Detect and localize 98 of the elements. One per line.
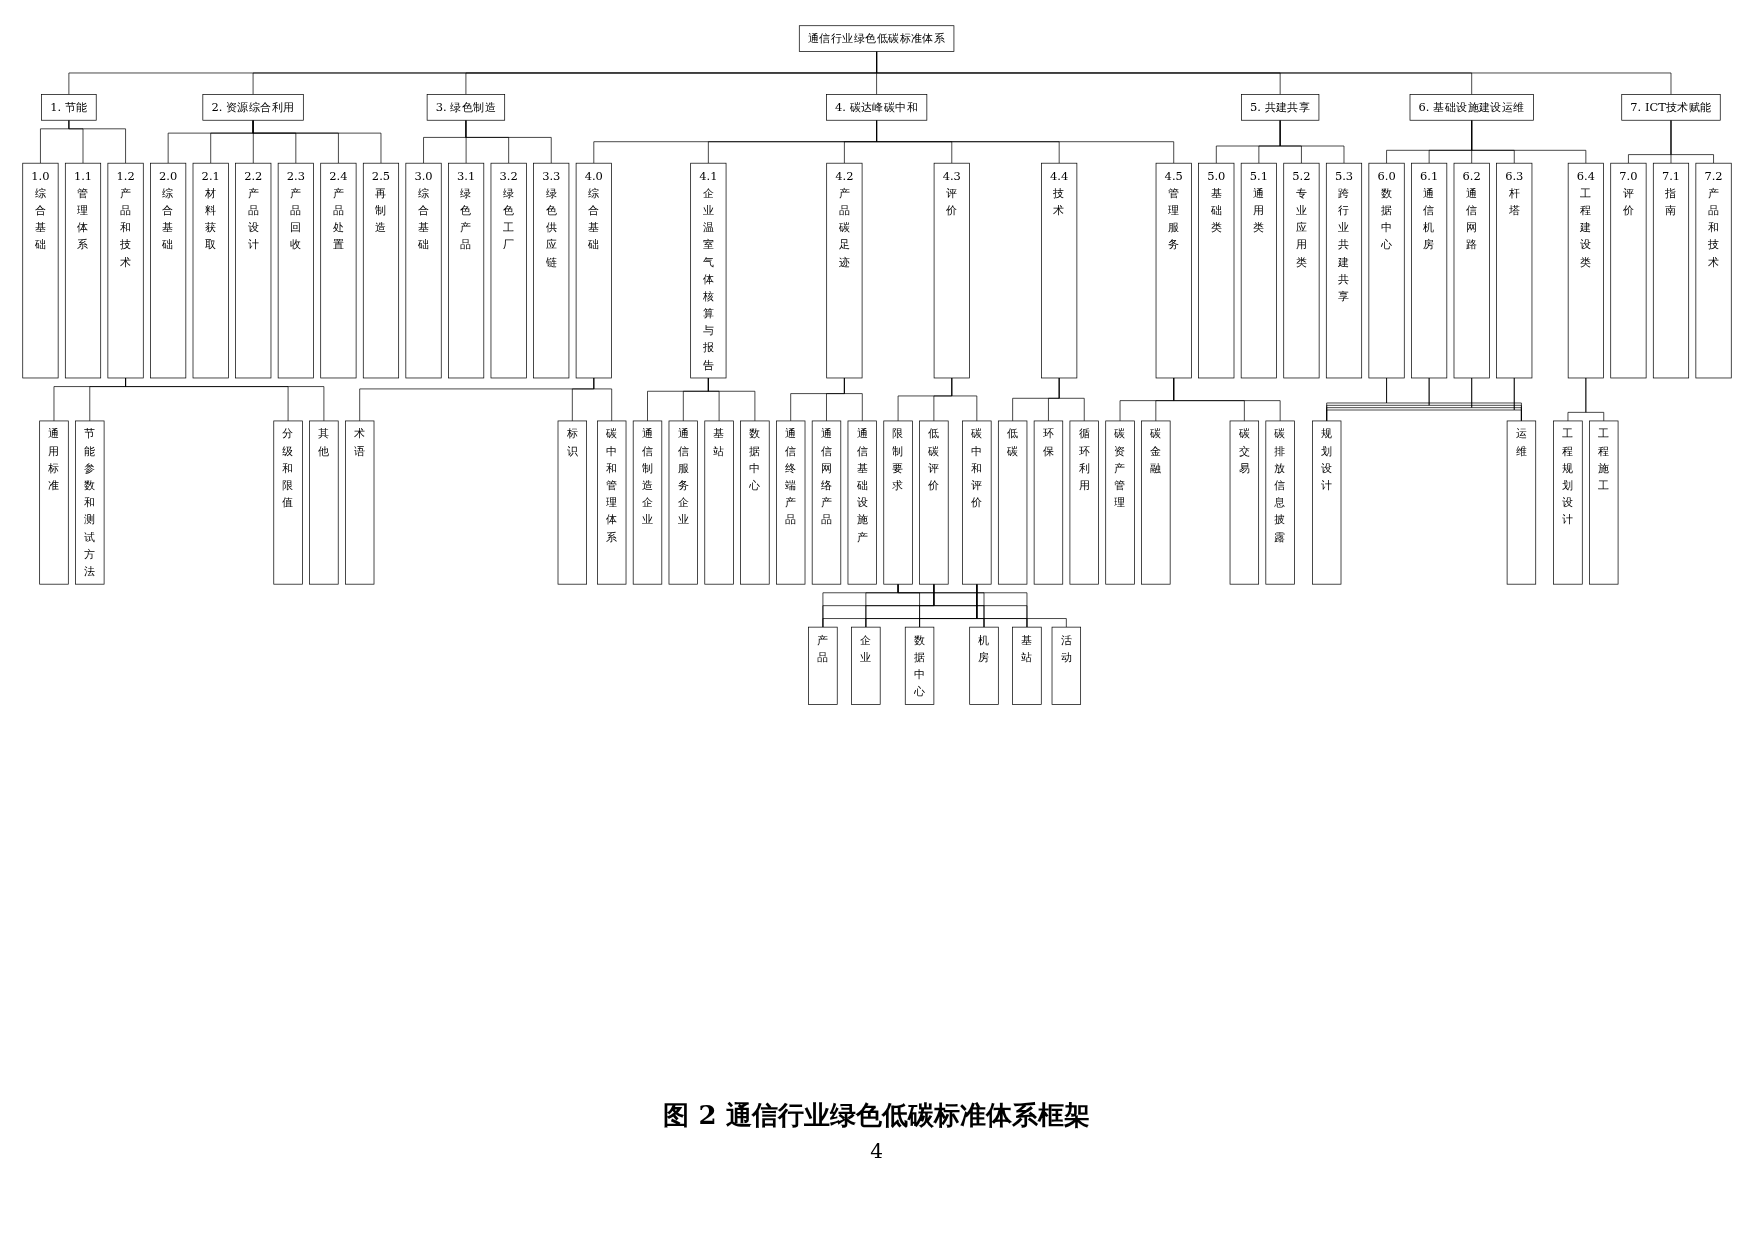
node-box: 其他 — [308, 420, 339, 585]
node-box: 产品 — [807, 626, 838, 705]
node-box: 5.0基础类 — [1197, 162, 1234, 379]
node-box: 数据中心 — [904, 626, 934, 705]
node-box: 标识 — [557, 420, 587, 585]
node-box: 5. 共建共享 — [1240, 94, 1319, 121]
connector — [1385, 377, 1522, 422]
node-box: 3.0综合基础 — [404, 162, 442, 379]
connector — [950, 377, 977, 422]
node-box: 术语 — [344, 420, 374, 585]
node-box: 活动 — [1051, 626, 1081, 705]
node-box: 通信终端产品 — [775, 420, 805, 585]
node-box: 通信网络产品 — [811, 420, 841, 585]
node-box: 通信制造企业 — [632, 420, 662, 585]
node-box: 碳中和评价 — [961, 420, 991, 585]
node-box: 5.2专业应用类 — [1282, 162, 1319, 379]
node-box: 碳排放信息披露 — [1264, 420, 1295, 585]
node-box: 3.3绿色供应链 — [532, 162, 569, 379]
node-box: 1. 节能 — [40, 94, 97, 121]
node-box: 机房 — [968, 626, 999, 705]
connector — [1428, 377, 1522, 422]
node-box: 节能参数和测试方法 — [74, 420, 104, 585]
node-box: 4.3评价 — [933, 162, 970, 379]
node-box: 低碳评价 — [918, 420, 949, 585]
connector — [124, 377, 324, 422]
node-box: 6.2通信网路 — [1453, 162, 1490, 379]
connector — [897, 583, 1027, 628]
node-box: 通用标准 — [38, 420, 69, 585]
node-box: 4.2产品碳足迹 — [825, 162, 862, 379]
node-box: 7.0评价 — [1609, 162, 1646, 379]
node-box: 7. ICT技术赋能 — [1620, 94, 1721, 121]
node-box: 4.4技术 — [1040, 162, 1077, 379]
connector — [707, 377, 755, 422]
figure-caption: 图 2 通信行业绿色低碳标准体系框架 — [663, 1099, 1090, 1132]
connector — [1279, 119, 1344, 164]
node-box: 基站 — [1011, 626, 1042, 705]
connector — [1670, 119, 1714, 164]
node-box: 6. 基础设施建设运维 — [1409, 94, 1534, 121]
connector — [592, 377, 612, 422]
connector — [976, 583, 1067, 628]
connector — [68, 119, 126, 164]
node-box: 5.3跨行业共建共享 — [1325, 162, 1362, 379]
node-box: 2.2产品设计 — [234, 162, 271, 379]
connector — [1058, 377, 1085, 422]
node-box: 环保 — [1033, 420, 1063, 585]
connector — [843, 377, 863, 422]
node-box: 碳金融 — [1140, 420, 1170, 585]
connector — [1470, 119, 1586, 164]
node-box: 6.4工程建设类 — [1567, 162, 1604, 379]
node-box: 4.1企业温室气体核算与报告 — [689, 162, 726, 379]
node-box: 1.1管理体系 — [64, 162, 101, 379]
node-box: 企业 — [850, 626, 881, 705]
node-box: 通信服务企业 — [668, 420, 698, 585]
connector — [1513, 377, 1522, 422]
connector — [465, 119, 552, 164]
node-box: 分级和限值 — [272, 420, 303, 585]
node-box: 碳资产管理 — [1104, 420, 1135, 585]
node-box: 3.2绿色工厂 — [490, 162, 527, 379]
node-box: 5.1通用类 — [1240, 162, 1277, 379]
node-box: 数据中心 — [739, 420, 770, 585]
connector — [933, 583, 1027, 628]
node-box: 通信基础设施产 — [847, 420, 877, 585]
node-box: 6.0数据中心 — [1368, 162, 1405, 379]
connector — [875, 51, 1671, 95]
node-box: 4.0综合基础 — [575, 162, 612, 379]
node-box: 循环利用 — [1069, 420, 1099, 585]
node-box: 2.1材料获取 — [192, 162, 229, 379]
connector — [1585, 377, 1604, 422]
node-box: 工程规划设计 — [1552, 420, 1583, 585]
node-box: 2.4产品处置 — [319, 162, 356, 379]
node-box: 2.3产品回收 — [277, 162, 314, 379]
connector — [1470, 377, 1522, 422]
node-box: 3.1绿色产品 — [447, 162, 484, 379]
node-box: 2.5再制造 — [362, 162, 399, 379]
node-box: 2. 资源综合利用 — [201, 94, 304, 121]
node-box: 工程施工 — [1588, 420, 1618, 585]
node-box: 基站 — [703, 420, 734, 585]
node-box: 碳中和管理体系 — [596, 420, 626, 585]
node-box: 6.1通信机房 — [1410, 162, 1447, 379]
connector — [875, 119, 1174, 164]
node-box: 低碳 — [997, 420, 1027, 585]
node-box: 碳交易 — [1229, 420, 1259, 585]
node-box: 6.3杆塔 — [1495, 162, 1532, 379]
node-box: 限制要求 — [882, 420, 913, 585]
connector — [252, 119, 381, 164]
connector — [1172, 377, 1280, 422]
node-box: 运维 — [1506, 420, 1536, 585]
node-box: 4.5管理服务 — [1155, 162, 1192, 379]
node-box: 7.1指南 — [1652, 162, 1689, 379]
node-box: 2.0综合基础 — [149, 162, 186, 379]
node-box: 规划设计 — [1311, 420, 1341, 585]
node-box: 3. 绿色制造 — [426, 94, 505, 121]
page-number: 4 — [870, 1139, 883, 1163]
node-box: 通信行业绿色低碳标准体系 — [798, 25, 954, 52]
node-box: 1.0综合基础 — [21, 162, 58, 379]
node-box: 4. 碳达峰碳中和 — [825, 94, 927, 121]
node-box: 7.2产品和技术 — [1695, 162, 1732, 379]
node-box: 1.2产品和技术 — [107, 162, 144, 379]
